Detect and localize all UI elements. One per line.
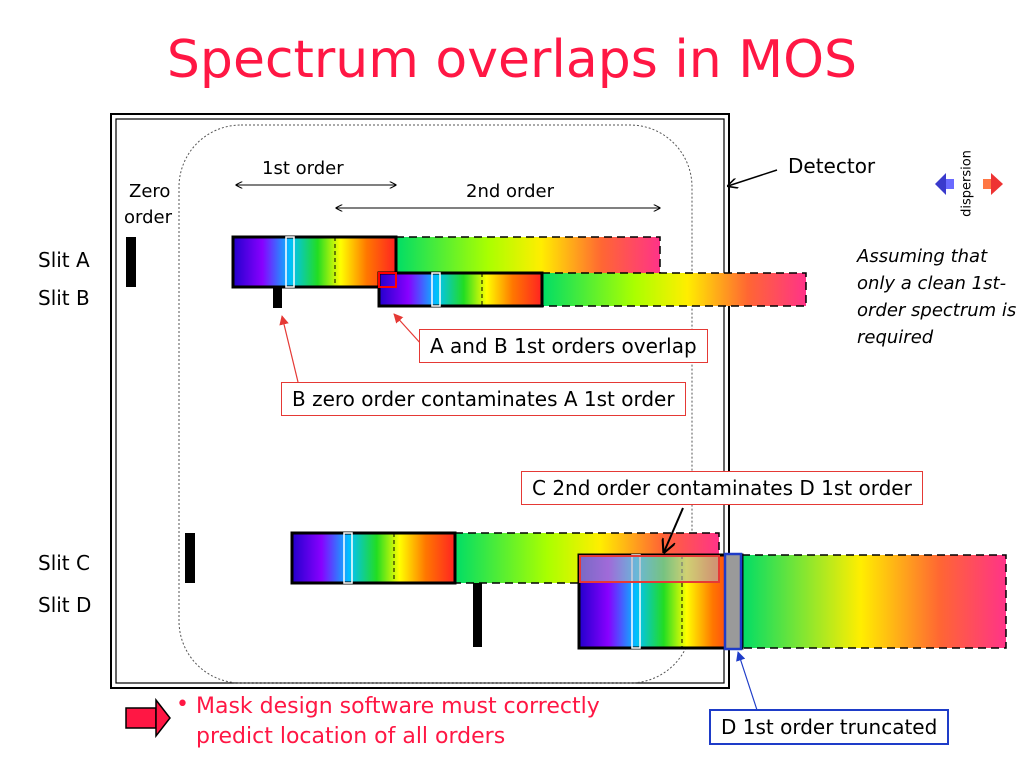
dispersion-left-arrow-icon <box>935 173 954 195</box>
ab-overlap-callout: A and B 1st orders overlap <box>419 329 708 363</box>
d-truncated-callout: D 1st order truncated <box>709 709 950 745</box>
first-order-label: 1st order <box>262 158 344 179</box>
second-order-label: 2nd order <box>466 181 555 202</box>
d-truncation-box <box>723 552 743 651</box>
zero-order-label-line1: Zero <box>129 181 171 202</box>
c-second-callout-pointer <box>664 507 684 552</box>
slit-c-mark <box>185 533 195 583</box>
bullet-text: Mask design software must correctly pred… <box>196 694 600 749</box>
c-second-callout: C 2nd order contaminates D 1st order <box>521 471 923 505</box>
b-zero-callout-pointer <box>279 315 299 383</box>
dispersion-right-arrow-icon <box>983 173 1003 195</box>
detector-inner-frame <box>115 118 725 684</box>
detector-pointer <box>728 169 778 186</box>
ab-callout-pointer <box>393 313 423 346</box>
detector-outer-frame <box>110 113 730 689</box>
assumption-note: Assuming that only a clean 1st-order spe… <box>857 246 1017 348</box>
slit-b-slit-image <box>431 272 441 307</box>
ab-overlap-highlight <box>378 272 397 288</box>
slit-a-slit-image <box>285 236 295 288</box>
slit-b-zero-order <box>273 283 282 308</box>
slit-b-second-order <box>541 272 807 307</box>
cd-overlap-highlight <box>579 555 720 583</box>
detector-label: Detector <box>788 154 876 178</box>
block-arrow-icon <box>125 697 171 739</box>
b-zero-callout: B zero order contaminates A 1st order <box>281 382 686 416</box>
slit-b-first-order <box>377 271 544 308</box>
slit-b-label: Slit B <box>38 286 90 310</box>
slit-c-label: Slit C <box>38 551 90 575</box>
dispersion-label: dispersion <box>959 150 975 217</box>
slit-c-first-order <box>290 531 457 585</box>
zero-order-label-line2: order <box>124 207 172 228</box>
slit-d-zero-order <box>473 555 482 647</box>
bullet-marker: • <box>176 692 189 717</box>
mask-field-outline <box>178 124 693 684</box>
d-truncated-callout-pointer <box>736 651 758 711</box>
page-title: Spectrum overlaps in MOS <box>166 30 858 90</box>
slit-c-slit-image <box>343 532 353 584</box>
slit-d-label: Slit D <box>38 593 92 617</box>
slit-a-label: Slit A <box>38 248 90 272</box>
slit-a-first-order <box>231 235 398 289</box>
slit-a-mark <box>126 237 136 287</box>
d-truncation-strip <box>725 555 741 648</box>
slit-d-second-order <box>741 554 1007 649</box>
